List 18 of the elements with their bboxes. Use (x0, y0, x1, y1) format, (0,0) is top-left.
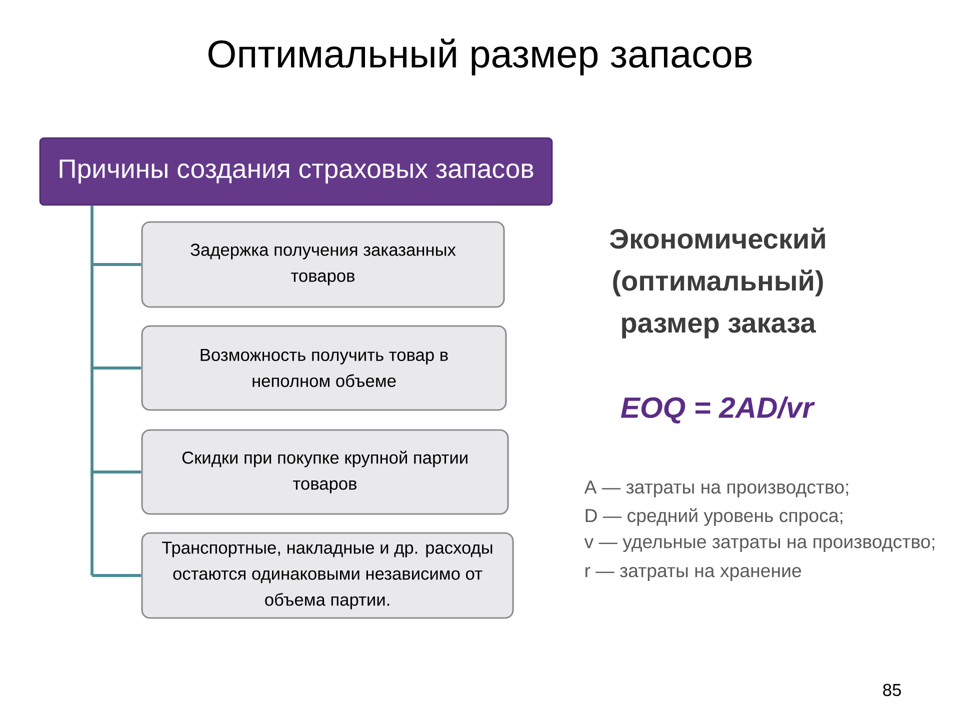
connector-line (92, 366, 142, 370)
connector-line (92, 470, 142, 474)
reason-box: Транспортные, накладные и др. расходы остаются одинаковыми независимо от объема партии. (141, 532, 514, 619)
formula-text: EOQ = 2AD/vr (620, 396, 815, 424)
connector-line (92, 574, 142, 577)
header-box: Причины создания страховых запасов (39, 137, 553, 206)
definition-text: v — удельные затраты на производство; (584, 538, 934, 552)
reason-box: Задержка получения заказанных товаров (141, 221, 505, 308)
slide-title: Оптимальный размер запасов (208, 38, 752, 76)
page-number: 85 (883, 684, 901, 696)
connector-line (92, 263, 142, 266)
definition-text: D — средний уровень спроса; (586, 508, 842, 526)
connector-line (90, 206, 94, 576)
reason-box: Скидки при покупке крупной партии товаров (141, 429, 509, 515)
definition-text: A — затраты на производство; (584, 480, 848, 498)
definition-text: r — затраты на хранение (586, 567, 802, 581)
subheading: Экономический (оптимальный) размер заказа (610, 228, 825, 338)
reason-box: Возможность получить товар в неполном объеме (141, 325, 507, 411)
